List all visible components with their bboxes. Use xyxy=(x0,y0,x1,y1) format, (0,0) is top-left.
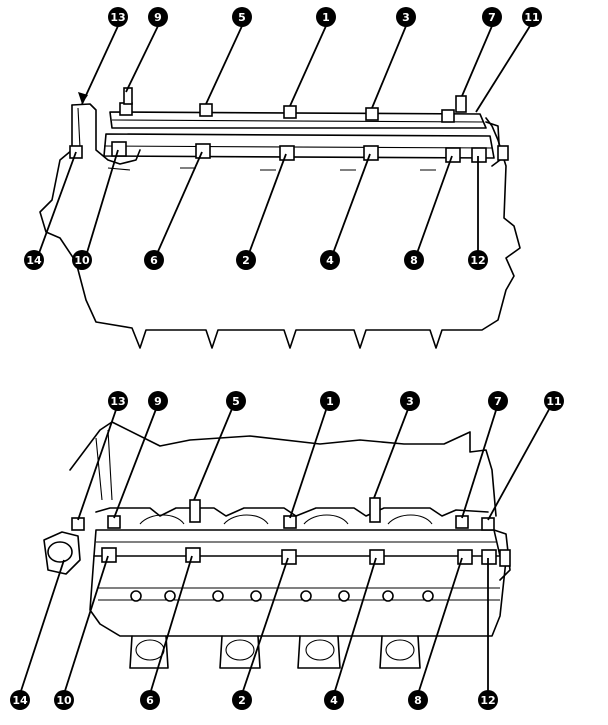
callout-badge: 4 xyxy=(320,250,340,270)
callout-number: 12 xyxy=(470,254,485,267)
callout-badge: 2 xyxy=(232,690,252,710)
callout-number: 9 xyxy=(154,395,162,408)
callout-badge: 5 xyxy=(226,391,246,411)
callout-badge: 4 xyxy=(324,690,344,710)
callout-number: 3 xyxy=(406,395,414,408)
callout-badge: 3 xyxy=(400,391,420,411)
top-callout-leaders xyxy=(37,25,531,257)
callout-badge: 7 xyxy=(482,7,502,27)
callout-badge: 3 xyxy=(396,7,416,27)
callout-number: 11 xyxy=(524,11,539,24)
callout-badge: 11 xyxy=(544,391,564,411)
callout-badge: 5 xyxy=(232,7,252,27)
callout-number: 4 xyxy=(326,254,334,267)
callout-number: 14 xyxy=(26,254,42,267)
callout-badge: 13 xyxy=(108,7,128,27)
callout-number: 10 xyxy=(74,254,90,267)
callout-badge: 13 xyxy=(108,391,128,411)
callout-number: 2 xyxy=(238,694,246,707)
callout-badge: 12 xyxy=(468,250,488,270)
top-callouts: 13 9 5 1 3 7 11 14 10 6 2 4 8 12 xyxy=(24,7,542,270)
callout-number: 5 xyxy=(232,395,240,408)
callout-badge: 14 xyxy=(24,250,44,270)
callout-number: 2 xyxy=(242,254,250,267)
top-cylinder-head-drawing xyxy=(39,87,521,349)
callout-number: 14 xyxy=(12,694,28,707)
callout-badge: 8 xyxy=(404,250,424,270)
callout-number: 7 xyxy=(494,395,502,408)
callout-number: 1 xyxy=(326,395,334,408)
callout-badge: 6 xyxy=(140,690,160,710)
callout-badge: 8 xyxy=(408,690,428,710)
callout-number: 8 xyxy=(410,254,418,267)
callout-badge: 1 xyxy=(316,7,336,27)
callout-number: 9 xyxy=(154,11,162,24)
callout-number: 5 xyxy=(238,11,246,24)
callout-badge: 1 xyxy=(320,391,340,411)
callout-badge: 2 xyxy=(236,250,256,270)
callout-number: 8 xyxy=(414,694,422,707)
callout-number: 4 xyxy=(330,694,338,707)
callout-number: 12 xyxy=(480,694,495,707)
callout-badge: 10 xyxy=(54,690,74,710)
callout-number: 11 xyxy=(546,395,561,408)
callout-number: 13 xyxy=(110,11,125,24)
bottom-callout-leaders xyxy=(19,403,553,695)
callout-badge: 7 xyxy=(488,391,508,411)
callout-number: 13 xyxy=(110,395,125,408)
callout-number: 6 xyxy=(146,694,154,707)
callout-number: 10 xyxy=(56,694,72,707)
callout-badge: 9 xyxy=(148,391,168,411)
bottom-cylinder-head-drawing xyxy=(43,421,511,669)
callout-badge: 12 xyxy=(478,690,498,710)
callout-number: 3 xyxy=(402,11,410,24)
callout-number: 7 xyxy=(488,11,496,24)
callout-number: 6 xyxy=(150,254,158,267)
callout-badge: 9 xyxy=(148,7,168,27)
callout-number: 1 xyxy=(322,11,330,24)
callout-badge: 11 xyxy=(522,7,542,27)
bottom-callouts: 13 9 5 1 3 7 11 14 10 6 2 4 8 12 xyxy=(10,391,564,710)
callout-badge: 14 xyxy=(10,690,30,710)
callout-badge: 6 xyxy=(144,250,164,270)
callout-badge: 10 xyxy=(72,250,92,270)
